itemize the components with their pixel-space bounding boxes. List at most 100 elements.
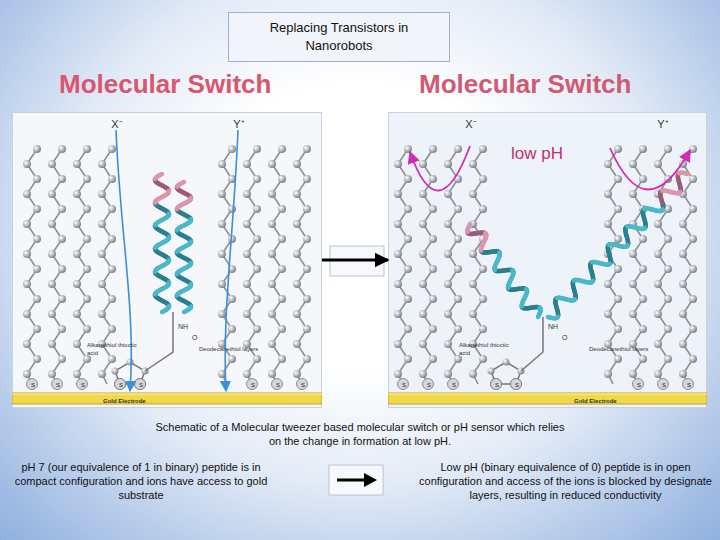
carbon-atom — [58, 145, 66, 153]
carbon-atom — [689, 205, 697, 213]
carbon-atom — [629, 280, 637, 288]
carbon-atom — [98, 160, 106, 168]
carbon-atom — [689, 325, 697, 333]
carbon-atom — [278, 205, 286, 213]
atom-label: O — [192, 333, 204, 342]
carbon-atom — [73, 220, 81, 228]
state-arrow-head — [364, 473, 377, 487]
ion-path — [116, 130, 131, 391]
carbon-atom — [98, 310, 106, 318]
state-description: Low pH (binary equivalence of 0) peptide… — [418, 460, 713, 502]
carbon-atom — [73, 280, 81, 288]
peptide-helix — [166, 236, 171, 241]
peptide-helix — [166, 212, 171, 217]
carbon-atom — [654, 160, 662, 168]
sulfur-atom-label: S — [115, 379, 127, 391]
carbon-atom — [629, 160, 637, 168]
sulfur-atom-label: S — [297, 379, 309, 391]
carbon-atom — [293, 370, 301, 378]
carbon-atom — [444, 250, 452, 258]
peptide-helix — [625, 244, 627, 249]
carbon-atom — [73, 310, 81, 318]
carbon-atom — [614, 205, 622, 213]
carbon-atom — [404, 265, 412, 273]
peptide-helix — [660, 208, 662, 213]
carbon-atom — [404, 205, 412, 213]
carbon-atom — [614, 325, 622, 333]
carbon-atom — [454, 325, 462, 333]
carbon-atom — [654, 280, 662, 288]
carbon-atom — [58, 355, 66, 363]
carbon-atom — [394, 250, 402, 258]
peptide-helix — [167, 258, 172, 263]
peptide-linker — [145, 312, 173, 371]
carbon-atom — [429, 355, 437, 363]
carbon-atom — [419, 160, 427, 168]
carbon-atom — [83, 295, 91, 303]
carbon-atom — [83, 205, 91, 213]
peptide-helix — [188, 240, 193, 245]
peptide-helix — [188, 305, 193, 310]
transition-arrow — [322, 259, 388, 262]
sulfur-atom-label: S — [272, 379, 284, 391]
carbon-atom — [614, 235, 622, 243]
peptide-helix — [510, 268, 515, 273]
carbon-atom — [614, 145, 622, 153]
carbon-atom — [218, 160, 226, 168]
carbon-atom — [108, 295, 116, 303]
carbon-atom — [268, 310, 276, 318]
carbon-atom — [48, 190, 56, 198]
figure-caption: Schematic of a Molecular tweezer based m… — [150, 420, 570, 448]
carbon-atom — [654, 310, 662, 318]
carbon-atom — [48, 340, 56, 348]
electrode-highlight — [388, 394, 707, 395]
carbon-atom — [469, 220, 477, 228]
carbon-atom — [444, 310, 452, 318]
carbon-atom — [83, 235, 91, 243]
carbon-atom — [679, 190, 687, 198]
carbon-atom — [278, 355, 286, 363]
carbon-atom — [268, 160, 276, 168]
carbon-atom — [303, 235, 311, 243]
carbon-atom — [278, 325, 286, 333]
carbon-atom — [303, 175, 311, 183]
carbon-atom — [503, 359, 510, 366]
carbon-atom — [394, 280, 402, 288]
peptide-helix — [484, 232, 489, 237]
carbon-atom — [303, 265, 311, 273]
carbon-atom — [108, 205, 116, 213]
slide-title: Replacing Transistors in Nanorobots — [249, 19, 429, 55]
carbon-atom — [479, 295, 487, 303]
carbon-atom — [614, 175, 622, 183]
carbon-atom — [23, 250, 31, 258]
panel-heading: Molecular Switch — [419, 69, 631, 99]
carbon-atom — [679, 250, 687, 258]
carbon-atom — [243, 160, 251, 168]
carbon-atom — [679, 340, 687, 348]
carbon-atom — [404, 325, 412, 333]
carbon-atom — [278, 295, 286, 303]
carbon-atom — [228, 325, 236, 333]
sulfur-atom-label: S — [423, 379, 435, 391]
peptide-helix — [167, 306, 168, 311]
carbon-atom — [394, 340, 402, 348]
carbon-atom — [429, 145, 437, 153]
peptide-helix — [189, 239, 194, 244]
peptide-helix — [167, 304, 172, 309]
layer-label: Alkanethiol thioctic acid — [87, 341, 142, 357]
carbon-atom — [429, 265, 437, 273]
carbon-atom — [23, 310, 31, 318]
carbon-atom — [33, 205, 41, 213]
carbon-atom — [98, 220, 106, 228]
peptide-helix — [166, 258, 171, 263]
carbon-atom — [419, 250, 427, 258]
carbon-atom — [293, 340, 301, 348]
carbon-atom — [604, 190, 612, 198]
carbon-atom — [293, 160, 301, 168]
peptide-helix — [555, 316, 557, 321]
carbon-atom — [664, 145, 672, 153]
peptide-helix — [498, 251, 503, 256]
carbon-atom — [654, 220, 662, 228]
carbon-atom — [629, 310, 637, 318]
carbon-atom — [33, 295, 41, 303]
